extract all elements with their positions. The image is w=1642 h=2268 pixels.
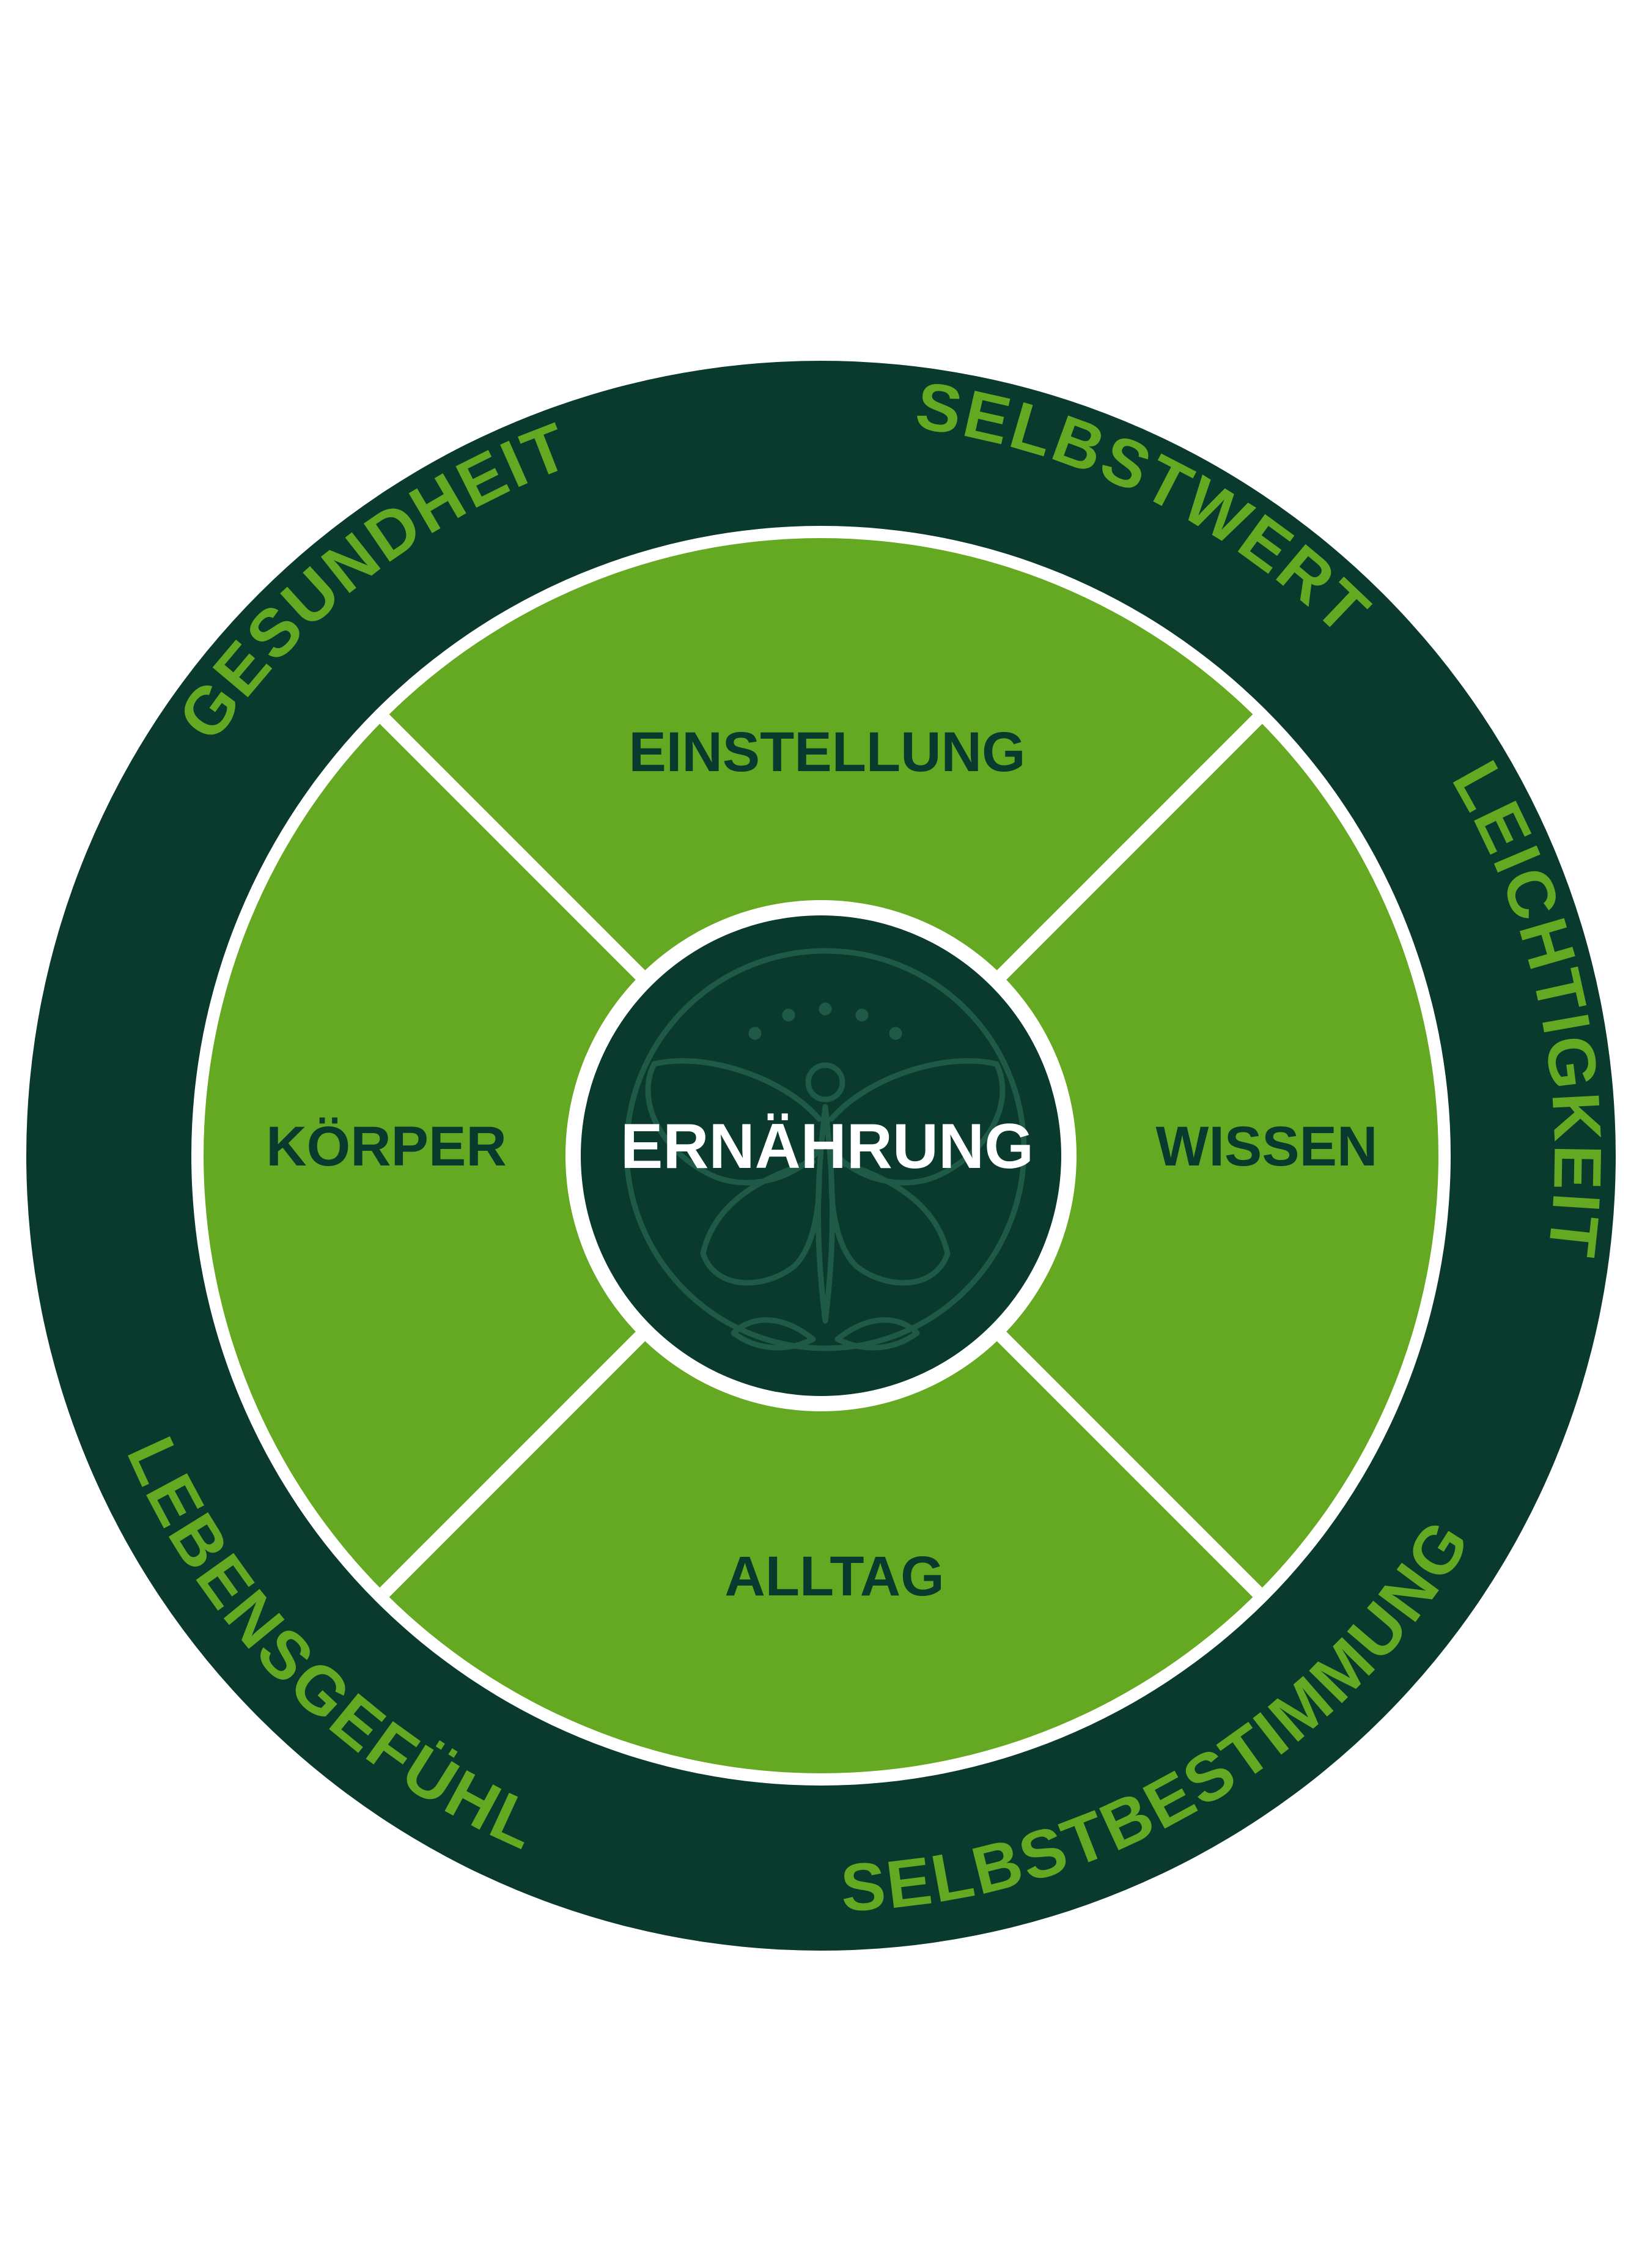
segment-label-right: WISSEN	[1156, 1115, 1378, 1178]
center-label: ERNÄHRUNG	[620, 1111, 1034, 1182]
butterfly-figure-icon	[624, 948, 1027, 1351]
segment-label-bottom: ALLTAG	[724, 1545, 944, 1608]
segment-label-left: KÖRPER	[266, 1115, 507, 1178]
segment-label-top: EINSTELLUNG	[628, 721, 1025, 783]
